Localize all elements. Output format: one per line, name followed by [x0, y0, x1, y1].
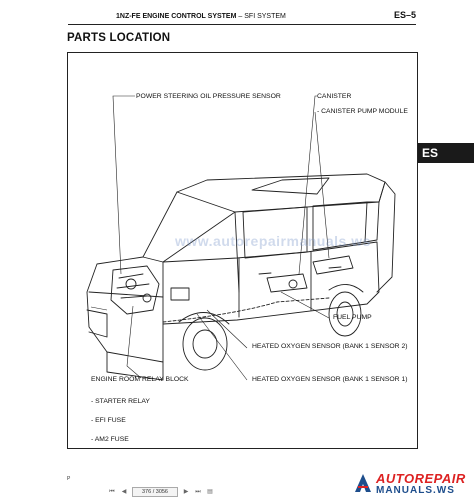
label-canister: CANISTER [317, 93, 352, 100]
rear-wheel [328, 291, 362, 337]
section-tab: ES [418, 143, 474, 163]
leader-power-steering [112, 95, 135, 275]
label-relay-block: ENGINE ROOM RELAY BLOCK [91, 376, 189, 383]
label-starter-relay: - STARTER RELAY [91, 398, 150, 405]
prev-page-icon[interactable]: ◀ [121, 489, 127, 495]
leader-fuel-pump [280, 291, 330, 319]
first-page-icon[interactable]: ⏮ [109, 489, 115, 495]
next-page-icon[interactable]: ▶ [183, 489, 189, 495]
headlamp [86, 309, 108, 338]
page-marker: P [67, 476, 71, 482]
page-navigator: ⏮ ◀ 376 / 3056 ▶ ⏭ ▤ [108, 487, 214, 497]
label-ho2-s2: HEATED OXYGEN SENSOR (BANK 1 SENSOR 2) [252, 343, 408, 350]
brand-symbol-icon [355, 474, 371, 492]
page-number-field[interactable]: 376 / 3056 [132, 487, 178, 497]
relay-block-part [170, 287, 190, 301]
header-title-main: 1NZ-FE ENGINE CONTROL SYSTEM [116, 13, 237, 20]
leader-canister-pump [314, 111, 330, 259]
exhaust-line [162, 297, 330, 323]
canister-part [312, 255, 354, 275]
header-title: 1NZ-FE ENGINE CONTROL SYSTEM – SFI SYSTE… [116, 13, 286, 20]
page-code: ES–5 [394, 10, 417, 20]
label-fuel-pump: FUEL PUMP [333, 314, 372, 321]
engine-block [110, 265, 160, 315]
body-side [162, 241, 380, 325]
leader-ho2-s2 [206, 309, 248, 349]
brand-line1: AUTOREPAIR [376, 471, 466, 486]
label-efi-fuse: - EFI FUSE [91, 417, 126, 424]
brand-logo: AUTOREPAIR MANUALS.WS [352, 460, 472, 500]
section-title: PARTS LOCATION [67, 32, 171, 44]
front-bumper [106, 351, 164, 381]
windshield [142, 191, 236, 263]
front-wheel [182, 317, 228, 371]
header-title-sep: – [238, 13, 243, 20]
leader-relay-block [126, 305, 142, 379]
brand-line2: MANUALS.WS [376, 485, 455, 496]
roof-outline [176, 173, 386, 213]
fuel-tank [266, 273, 308, 293]
label-canister-pump: - CANISTER PUMP MODULE [317, 108, 408, 115]
sunroof [251, 177, 330, 195]
label-power-steering: POWER STEERING OIL PRESSURE SENSOR [136, 93, 281, 100]
label-am2-fuse: - AM2 FUSE [91, 436, 129, 443]
label-ho2-s1: HEATED OXYGEN SENSOR (BANK 1 SENSOR 1) [252, 376, 408, 383]
watermark-text: www.autorepairmanuals.ws [175, 233, 371, 249]
leader-ho2-s1 [196, 313, 248, 381]
header-title-sub: SFI SYSTEM [244, 13, 286, 20]
save-icon[interactable]: ▤ [207, 489, 213, 495]
header-rule [68, 24, 416, 25]
leader-canister [298, 95, 317, 275]
diagram-frame [67, 52, 418, 449]
vehicle-diagram [86, 95, 396, 381]
last-page-icon[interactable]: ⏭ [195, 489, 201, 495]
